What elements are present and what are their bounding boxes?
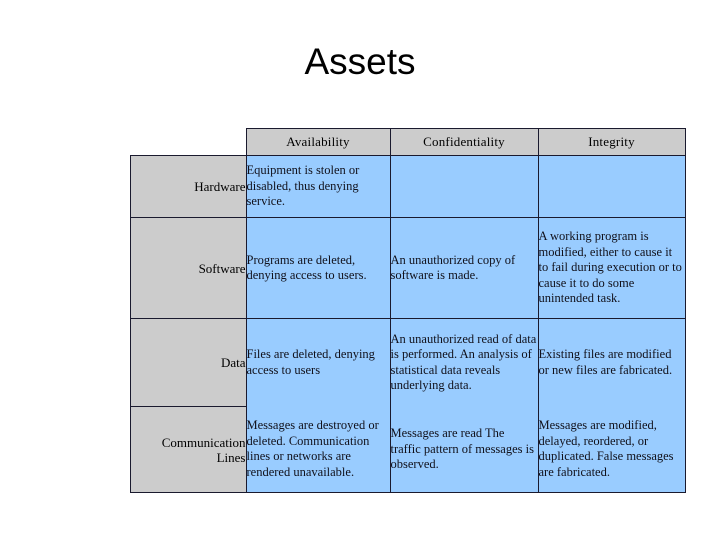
table-row: Data Files are deleted, denying access t… <box>130 318 686 407</box>
table-corner-blank <box>131 129 247 156</box>
table-header-row: Availability Confidentiality Integrity <box>131 128 686 156</box>
cell-communication-availability: Messages are destroyed or deleted. Commu… <box>245 406 391 493</box>
page-title: Assets <box>304 41 416 82</box>
assets-matrix-table: Availability Confidentiality Integrity H… <box>130 128 686 493</box>
cell-software-availability: Programs are deleted, denying access to … <box>245 217 391 319</box>
cell-communication-integrity: Messages are modified, delayed, reordere… <box>537 406 686 493</box>
cell-data-confidentiality: An unauthorized read of data is performe… <box>389 318 539 407</box>
table-row: Hardware Equipment is stolen or disabled… <box>130 155 686 218</box>
cell-communication-confidentiality: Messages are read The traffic pattern of… <box>389 406 539 493</box>
column-header-integrity: Integrity <box>537 128 686 156</box>
row-header-data: Data <box>130 318 247 407</box>
table-row: Communication Lines Messages are destroy… <box>130 406 686 493</box>
cell-software-integrity: A working program is modified, either to… <box>537 217 686 319</box>
cell-hardware-integrity <box>537 155 686 218</box>
cell-software-confidentiality: An unauthorized copy of software is made… <box>389 217 539 319</box>
row-header-software: Software <box>130 217 247 319</box>
cell-hardware-confidentiality <box>389 155 539 218</box>
column-header-availability: Availability <box>245 128 391 156</box>
cell-data-integrity: Existing files are modified or new files… <box>537 318 686 407</box>
row-header-communication-lines: Communication Lines <box>130 406 247 493</box>
column-header-confidentiality: Confidentiality <box>389 128 539 156</box>
cell-data-availability: Files are deleted, denying access to use… <box>245 318 391 407</box>
cell-hardware-availability: Equipment is stolen or disabled, thus de… <box>245 155 391 218</box>
table-row: Software Programs are deleted, denying a… <box>130 217 686 319</box>
row-header-hardware: Hardware <box>130 155 247 218</box>
